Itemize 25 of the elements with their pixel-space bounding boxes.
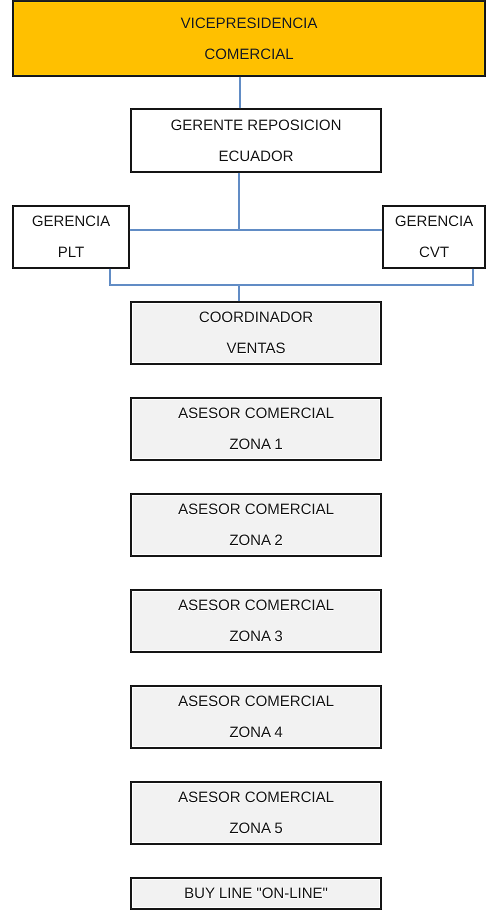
org-box: [130, 108, 382, 173]
org-box: [382, 205, 486, 269]
connector-line: [239, 77, 241, 108]
role-title: ASESOR COMERCIAL ZONA 3: [177, 596, 335, 647]
role-title: ASESOR COMERCIAL ZONA 1: [177, 404, 335, 455]
role-title: COORDINADOR VENTAS: [198, 308, 314, 359]
role-title: ASESOR COMERCIAL ZONA 2: [177, 500, 335, 551]
connector-line: [238, 173, 382, 231]
role-title: BUY LINE "ON-LINE": [184, 884, 328, 904]
role-title: GERENTE REPOSICION ECUADOR: [170, 116, 342, 166]
org-box: [130, 685, 382, 749]
org-box: [130, 877, 382, 910]
role-title: GERENCIA PLT: [30, 212, 112, 263]
role-title: ASESOR COMERCIAL ZONA 4: [177, 692, 335, 743]
org-box: [130, 781, 382, 845]
role-title: VICEPRESIDENCIA COMERCIAL: [180, 14, 318, 64]
org-box: [130, 397, 382, 461]
org-box: [130, 493, 382, 557]
org-box: [12, 205, 130, 269]
org-box: [12, 0, 486, 77]
org-box: [130, 301, 382, 365]
org-box: [130, 589, 382, 653]
role-title: GERENCIA CVT: [394, 212, 474, 263]
connector-line: [238, 269, 474, 301]
role-title: ASESOR COMERCIAL ZONA 5: [177, 788, 335, 839]
